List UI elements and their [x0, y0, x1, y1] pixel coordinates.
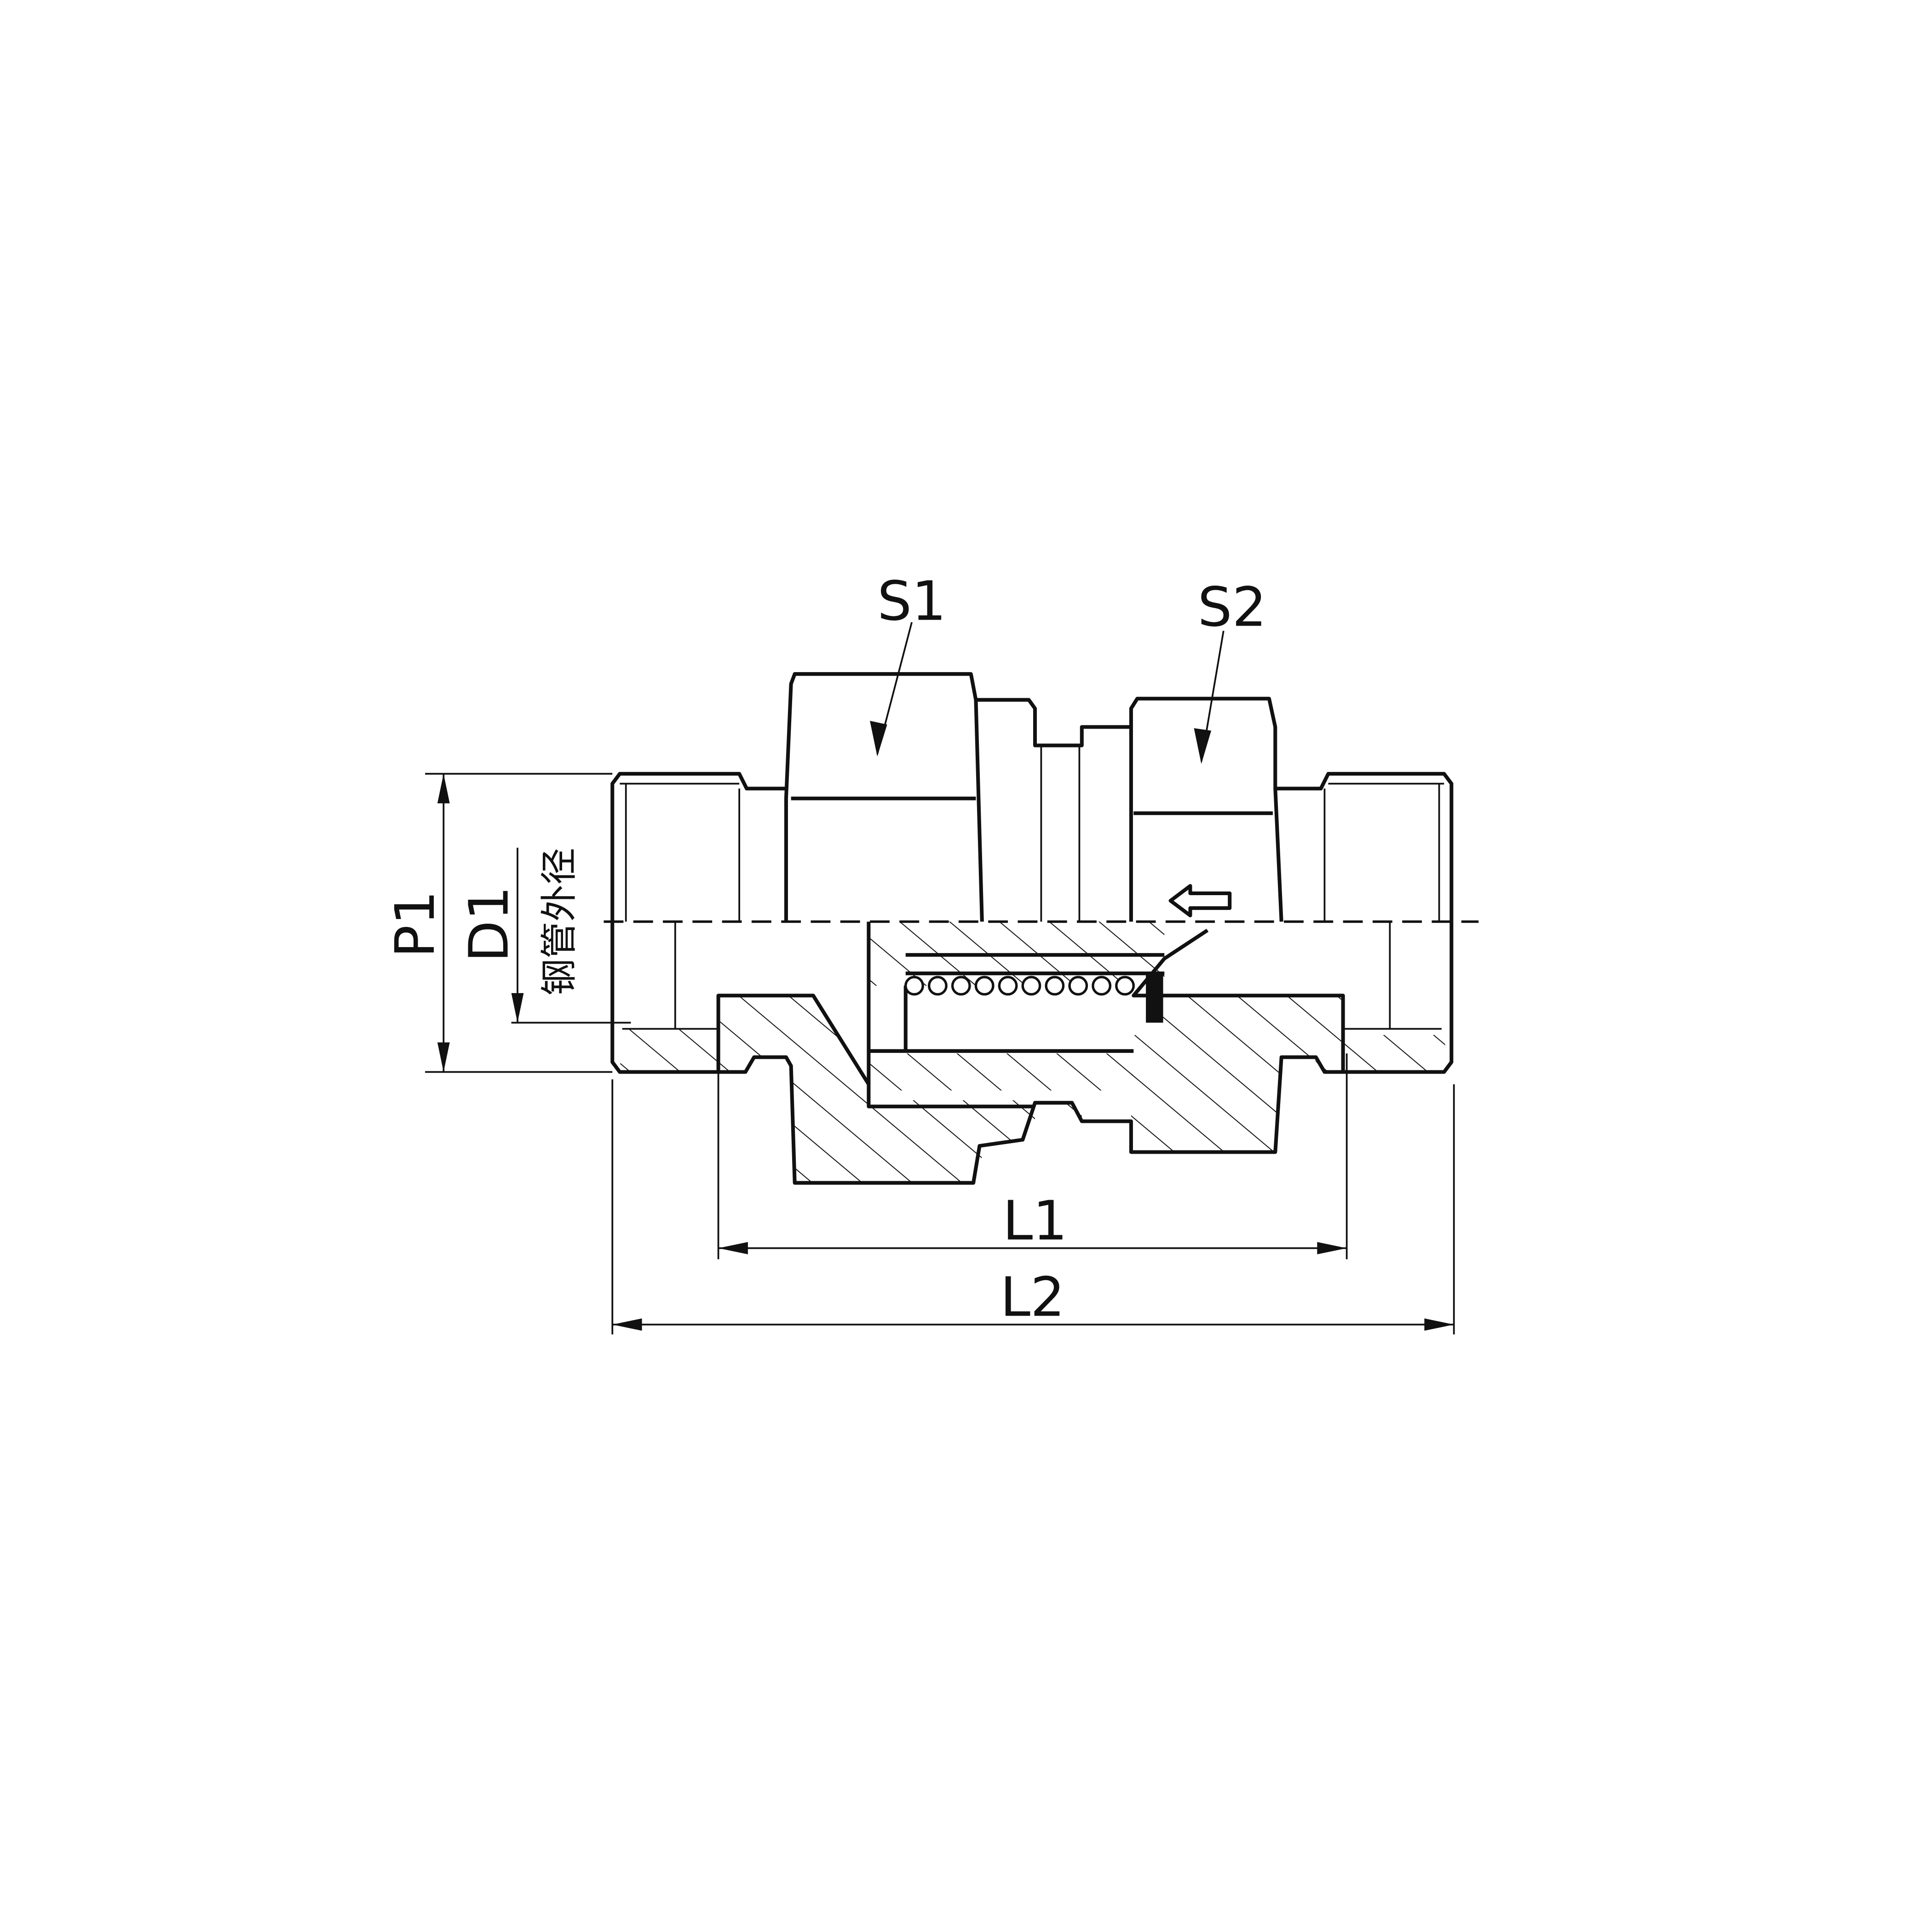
spring-coil [1068, 976, 1088, 996]
d1-dimension [511, 847, 631, 1024]
l1-label: L1 [1003, 1190, 1068, 1253]
d1-label: D1 [458, 886, 521, 962]
l2-dimension [611, 1079, 1455, 1334]
spring-coil [951, 976, 971, 996]
s2-leader [1194, 631, 1225, 764]
hex-nut-s1 [784, 672, 1131, 922]
flow-direction-arrow-icon [1168, 884, 1232, 918]
d1-note-label: 钢管外径 [537, 848, 581, 995]
spring-coil [1092, 976, 1112, 996]
p1-dimension [425, 773, 613, 1073]
l1-dimension [717, 1053, 1348, 1259]
spring-coil [1045, 976, 1065, 996]
p1-label: P1 [384, 891, 447, 958]
fitting-upper-view [610, 672, 1454, 922]
s2-label: S2 [1198, 576, 1267, 639]
l2-label: L2 [1000, 1266, 1065, 1329]
s1-leader [870, 622, 913, 757]
hex-nut-s2 [1129, 696, 1454, 922]
spring-coil [904, 976, 924, 996]
spring [904, 976, 1135, 996]
spring-coil [927, 976, 948, 996]
s1-label: S1 [877, 569, 946, 632]
left-end-thread [610, 772, 786, 922]
spring-coil [1021, 976, 1041, 996]
spring-coil [974, 976, 995, 996]
fitting-section [610, 921, 1454, 1185]
spring-coil [998, 976, 1018, 996]
spring-coil [1115, 976, 1135, 996]
